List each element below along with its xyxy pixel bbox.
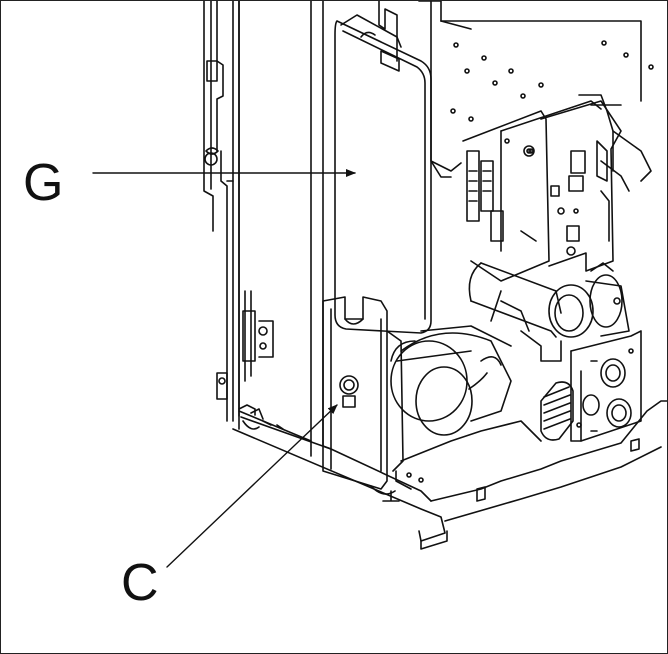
fan-housing — [390, 325, 512, 436]
base-frame — [232, 400, 667, 550]
blower-motor — [468, 262, 630, 362]
panel-g — [334, 14, 432, 334]
control-board — [462, 100, 622, 282]
left-frame-post — [203, 1, 240, 422]
leader-line-c — [166, 404, 338, 568]
callout-label-g: G — [23, 154, 64, 212]
vent-grille — [540, 381, 574, 441]
front-service-panel — [322, 296, 404, 490]
callout-label-c: C — [121, 554, 159, 612]
right-connection-panel — [570, 330, 642, 442]
cabinet-side-panel — [216, 1, 332, 457]
